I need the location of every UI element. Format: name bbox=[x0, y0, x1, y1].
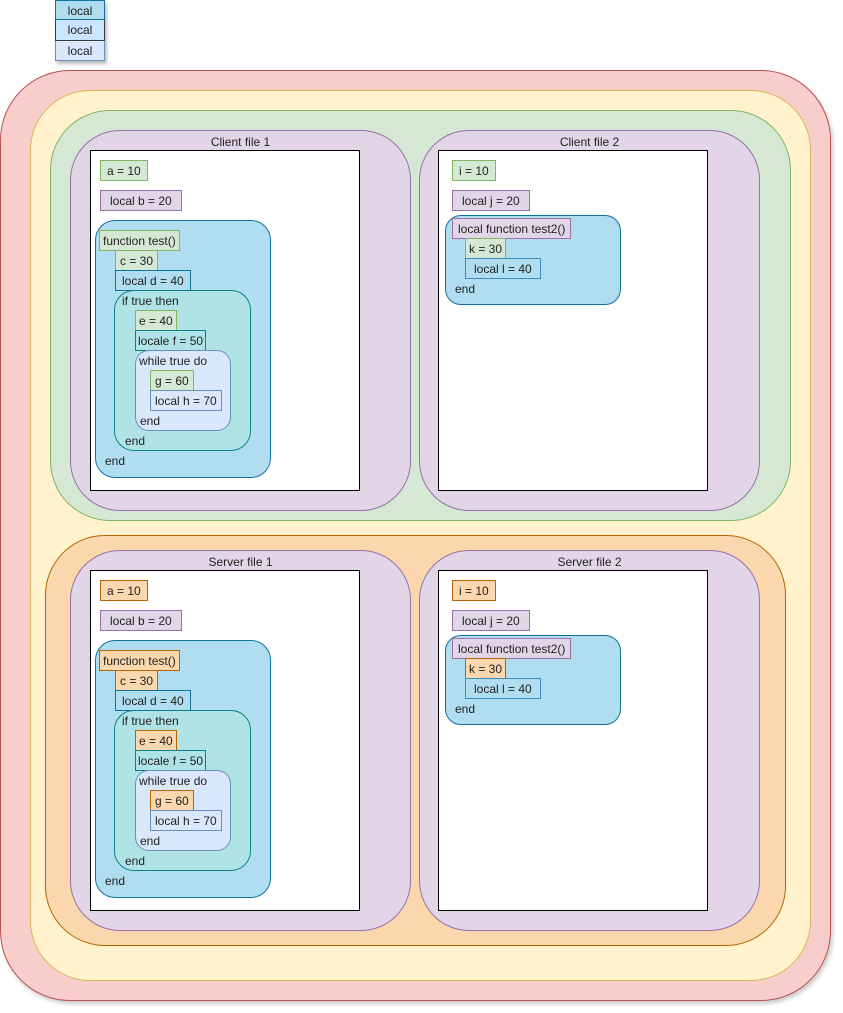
file-title: Client file 2 bbox=[559, 135, 620, 149]
while-header: while true do bbox=[139, 354, 208, 368]
file-title: Server file 2 bbox=[557, 555, 622, 569]
local-var-j: local j = 20 bbox=[452, 190, 530, 211]
global-var-a: a = 10 bbox=[100, 580, 148, 601]
function-end: end bbox=[455, 282, 476, 296]
global-var-k: k = 30 bbox=[465, 238, 507, 259]
function-end: end bbox=[455, 702, 476, 716]
function-test-header: function test() bbox=[99, 230, 180, 251]
global-var-e: e = 40 bbox=[135, 310, 177, 331]
if-end: end bbox=[125, 854, 146, 868]
local-var-h: local h = 70 bbox=[150, 810, 222, 831]
local-var-d: local d = 40 bbox=[115, 270, 191, 291]
local-var-b: local b = 20 bbox=[100, 190, 182, 211]
legend: local local local bbox=[55, 0, 105, 61]
file-title: Client file 1 bbox=[210, 135, 271, 149]
legend-item-block-local: local bbox=[55, 20, 105, 41]
function-test2-header: local function test2() bbox=[452, 218, 572, 239]
global-var-i: i = 10 bbox=[452, 580, 496, 601]
while-header: while true do bbox=[139, 774, 208, 788]
function-test2-header: local function test2() bbox=[452, 638, 572, 659]
global-var-i: i = 10 bbox=[452, 160, 496, 181]
global-var-c: c = 30 bbox=[115, 670, 159, 691]
local-var-f: locale f = 50 bbox=[135, 750, 207, 771]
local-var-h: local h = 70 bbox=[150, 390, 222, 411]
function-test-header: function test() bbox=[99, 650, 180, 671]
local-var-j: local j = 20 bbox=[452, 610, 530, 631]
function-end: end bbox=[105, 454, 126, 468]
global-var-k: k = 30 bbox=[465, 658, 507, 679]
if-header: if true then bbox=[122, 714, 179, 728]
global-var-e: e = 40 bbox=[135, 730, 177, 751]
legend-item-function-local: local bbox=[55, 0, 105, 20]
global-var-g: g = 60 bbox=[150, 370, 194, 391]
global-var-a: a = 10 bbox=[100, 160, 148, 181]
if-end: end bbox=[125, 434, 146, 448]
local-var-l: local l = 40 bbox=[465, 678, 541, 699]
global-var-g: g = 60 bbox=[150, 790, 194, 811]
local-var-b: local b = 20 bbox=[100, 610, 182, 631]
local-var-l: local l = 40 bbox=[465, 258, 541, 279]
file-title: Server file 1 bbox=[208, 555, 273, 569]
local-var-d: local d = 40 bbox=[115, 690, 191, 711]
while-end: end bbox=[140, 414, 161, 428]
local-var-f: locale f = 50 bbox=[135, 330, 207, 351]
while-end: end bbox=[140, 834, 161, 848]
if-header: if true then bbox=[122, 294, 179, 308]
legend-item-loop-local: local bbox=[55, 41, 105, 61]
function-end: end bbox=[105, 874, 126, 888]
global-var-c: c = 30 bbox=[115, 250, 159, 271]
